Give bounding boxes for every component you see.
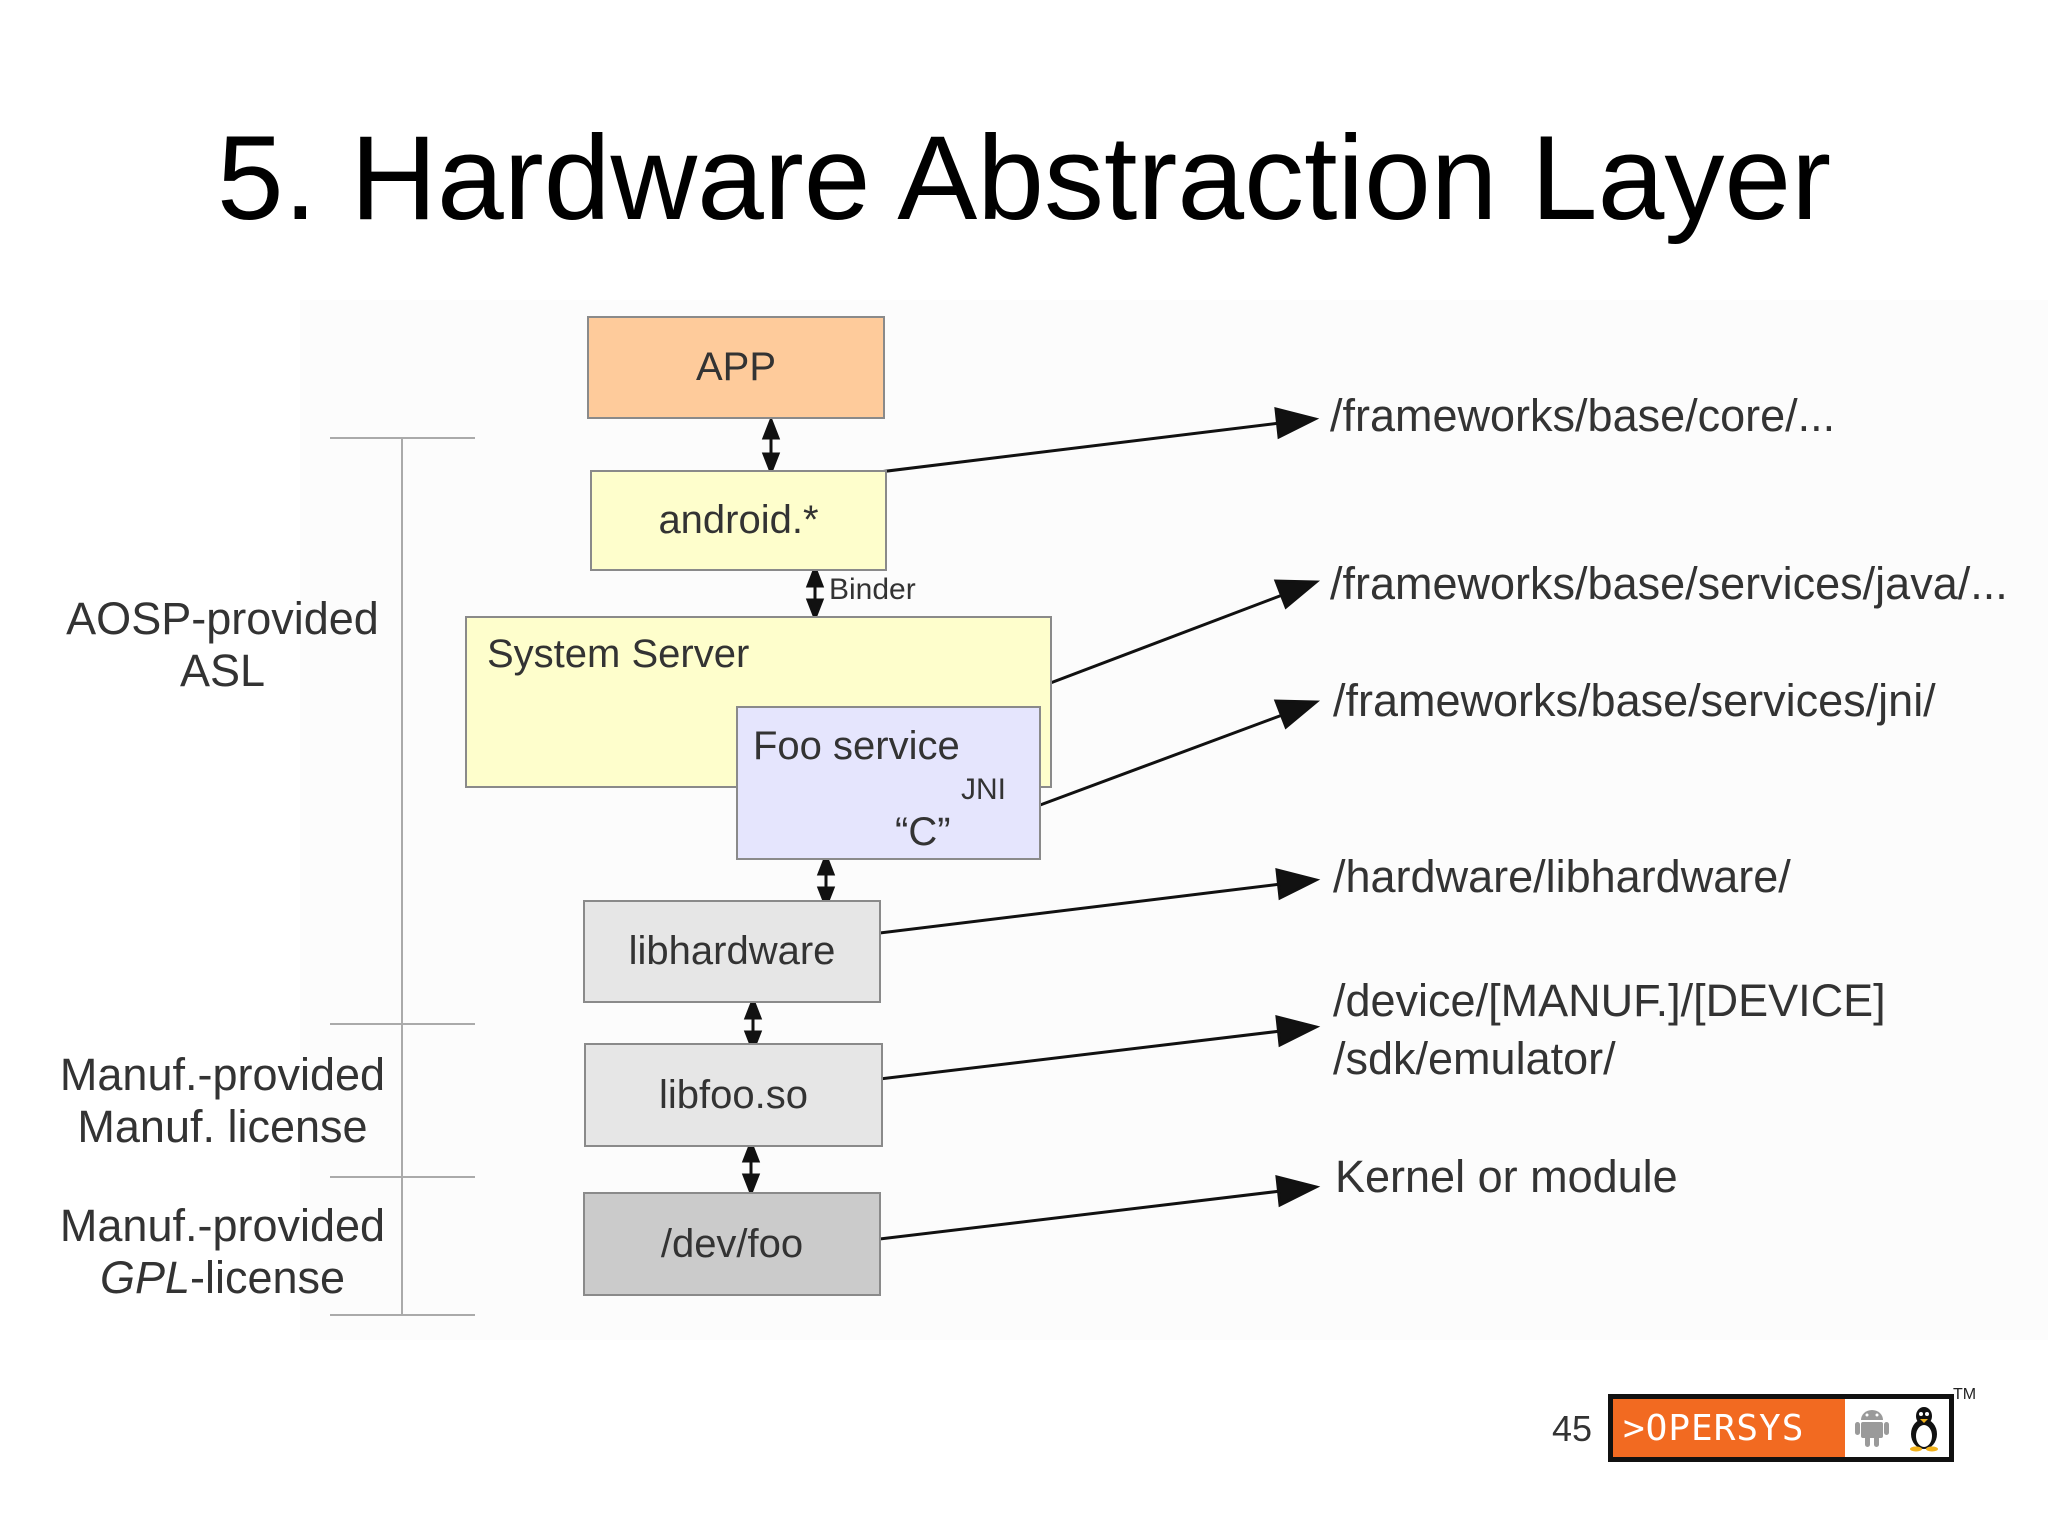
license-text: -license xyxy=(189,1252,346,1303)
arrow-libhardware-to-path xyxy=(862,868,1321,937)
path-device: /device/[MANUF.]/[DEVICE] /sdk/emulator/ xyxy=(1333,972,1886,1088)
libfoo-box: libfoo.so xyxy=(584,1043,883,1147)
aosp-label: AOSP-provided ASL xyxy=(50,593,395,697)
libfoo-label: libfoo.so xyxy=(659,1072,808,1117)
android-icon xyxy=(1854,1410,1889,1447)
foo-service-box: Foo service JNI “C” xyxy=(736,706,1041,860)
tux-penguin-icon xyxy=(1909,1407,1938,1452)
path-device-line1: /device/[MANUF.]/[DEVICE] xyxy=(1333,975,1886,1026)
aosp-line1: AOSP-provided xyxy=(66,593,379,644)
logo-icons xyxy=(1845,1399,1949,1457)
page-number: 45 xyxy=(1552,1408,1593,1449)
binder-label: Binder xyxy=(829,573,916,606)
opersys-logo: >OPERSYS xyxy=(1608,1394,1954,1462)
logo-text: >OPERSYS xyxy=(1613,1399,1845,1457)
manuf1-line1: Manuf.-provided xyxy=(59,1049,386,1100)
arrow-android-to-core xyxy=(862,407,1320,476)
path-libhardware: /hardware/libhardware/ xyxy=(1333,851,1791,902)
double-arrow-service-libhardware xyxy=(816,851,836,911)
bracket-lines xyxy=(330,437,475,1316)
manuf1-line2: Manuf. license xyxy=(77,1101,368,1152)
android-box: android.* xyxy=(590,470,887,571)
path-services-java: /frameworks/base/services/java/... xyxy=(1330,558,2008,609)
double-arrow-libhardware-libfoo xyxy=(743,995,763,1055)
libhardware-box: libhardware xyxy=(583,900,881,1003)
app-label: APP xyxy=(695,345,777,389)
gpl-text: GPL xyxy=(99,1252,190,1303)
devfoo-label: /dev/foo xyxy=(660,1221,804,1266)
path-kernel: Kernel or module xyxy=(1335,1151,1678,1202)
gpl-license-label: Manuf.-provided GPL-license xyxy=(45,1200,400,1304)
foo-service-label: Foo service xyxy=(753,724,960,768)
path-services-jni: /frameworks/base/services/jni/ xyxy=(1333,675,1936,726)
arrow-libfoo-to-device xyxy=(862,1015,1321,1083)
double-arrow-binder xyxy=(805,563,825,623)
app-box: APP xyxy=(587,316,885,419)
system-server-label: System Server xyxy=(487,632,750,676)
android-label: android.* xyxy=(658,498,819,542)
manuf2-line1: Manuf.-provided xyxy=(59,1200,386,1251)
jni-label: JNI xyxy=(961,773,1006,806)
arrow-systemserver-to-java xyxy=(1023,579,1321,695)
manuf2-line2: GPL-license xyxy=(45,1252,400,1304)
c-label: “C” xyxy=(895,810,951,854)
aosp-line2: ASL xyxy=(179,645,266,696)
double-arrow-app-android xyxy=(761,415,781,477)
libhardware-label: libhardware xyxy=(628,929,836,973)
path-core: /frameworks/base/core/... xyxy=(1330,390,1836,441)
arrow-jni-to-services-jni xyxy=(1023,699,1321,813)
arrow-dev-to-kernel xyxy=(862,1175,1321,1243)
path-device-line2: /sdk/emulator/ xyxy=(1333,1033,1616,1084)
manuf-license-label: Manuf.-provided Manuf. license xyxy=(45,1049,400,1153)
double-arrow-libfoo-dev xyxy=(741,1138,761,1198)
slide-title: 5. Hardware Abstraction Layer xyxy=(216,111,1832,245)
trademark-mark: TM xyxy=(1953,1386,1977,1403)
devfoo-box: /dev/foo xyxy=(583,1192,881,1296)
